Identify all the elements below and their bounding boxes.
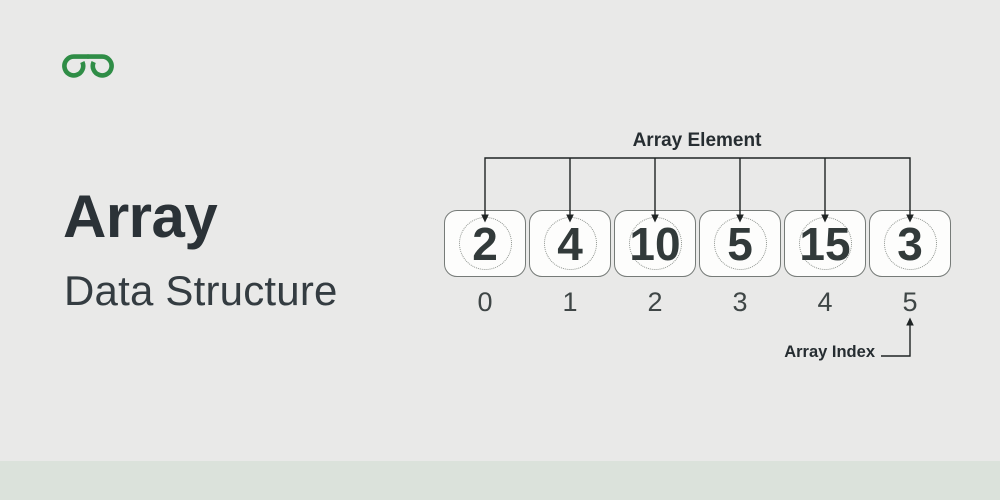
- cell-value: 5: [727, 217, 753, 270]
- index-row: 0 1 2 3 4 5: [444, 288, 951, 316]
- value-circle: 15: [798, 217, 852, 270]
- array-index-label: Array Index: [784, 343, 875, 361]
- page-title: Array: [63, 183, 218, 250]
- array-cell: 15: [784, 210, 866, 277]
- array-cell: 10: [614, 210, 696, 277]
- cell-index: 2: [647, 287, 663, 317]
- index-arrowhead: [906, 317, 914, 326]
- cell-value: 10: [629, 217, 681, 270]
- value-circle: 4: [543, 217, 597, 270]
- value-circle: 3: [883, 217, 937, 270]
- value-circle: 5: [713, 217, 767, 270]
- cell-value: 4: [557, 217, 583, 270]
- array-cell: 3: [869, 210, 951, 277]
- cell-index: 1: [562, 287, 578, 317]
- cell-value: 3: [897, 217, 923, 270]
- cell-value: 2: [472, 217, 498, 270]
- logo-left-g: [62, 54, 89, 78]
- cell-value: 15: [799, 217, 851, 270]
- footer-strip: [0, 461, 1000, 500]
- cell-index: 4: [817, 287, 833, 317]
- array-cell: 4: [529, 210, 611, 277]
- cell-index: 5: [902, 287, 918, 317]
- array-cell: 2: [444, 210, 526, 277]
- array-row: 2 4 10 5 15 3: [444, 210, 951, 277]
- array-element-label: Array Element: [632, 130, 762, 151]
- value-circle: 10: [628, 217, 682, 270]
- page-subtitle: Data Structure: [64, 267, 338, 314]
- element-arrow-lines: [484, 157, 911, 216]
- cell-index: 0: [477, 287, 493, 317]
- index-arrow-line: [881, 324, 911, 357]
- array-cell: 5: [699, 210, 781, 277]
- cell-index: 3: [732, 287, 748, 317]
- logo-right-g: [87, 54, 114, 78]
- value-circle: 2: [458, 217, 512, 270]
- geeksforgeeks-logo: [62, 54, 114, 78]
